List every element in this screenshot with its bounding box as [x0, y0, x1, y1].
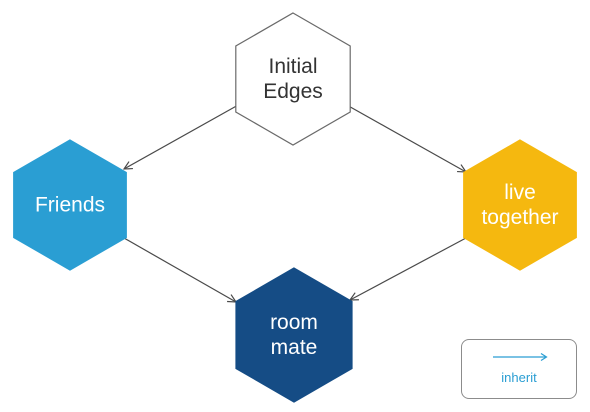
node-roommate-hexagon: [235, 267, 353, 403]
edge-live-to-roommate: [350, 237, 467, 300]
node-initial-hexagon: [235, 12, 351, 146]
legend-box: inherit: [461, 339, 577, 399]
node-initial-label-line: Edges: [263, 80, 323, 103]
legend-label: inherit: [501, 370, 537, 385]
node-live-hexagon: [463, 139, 577, 271]
node-friends-hexagon: [13, 139, 127, 271]
node-friends[interactable]: Friends: [13, 139, 127, 271]
node-friends-label-line: Friends: [35, 194, 105, 217]
node-roommate-label-line: mate: [271, 336, 318, 359]
edge-initial-to-live: [344, 103, 466, 172]
node-live-label-line: together: [481, 206, 558, 229]
node-live-label-line: live: [504, 181, 536, 204]
edge-friends-to-roommate: [123, 237, 236, 302]
node-initial-label-line: Initial: [268, 55, 317, 78]
node-roommate-label-line: room: [270, 311, 318, 334]
legend-arrow-icon: [493, 352, 548, 362]
edges-layer: [123, 103, 467, 302]
edge-initial-to-friends: [124, 103, 241, 169]
